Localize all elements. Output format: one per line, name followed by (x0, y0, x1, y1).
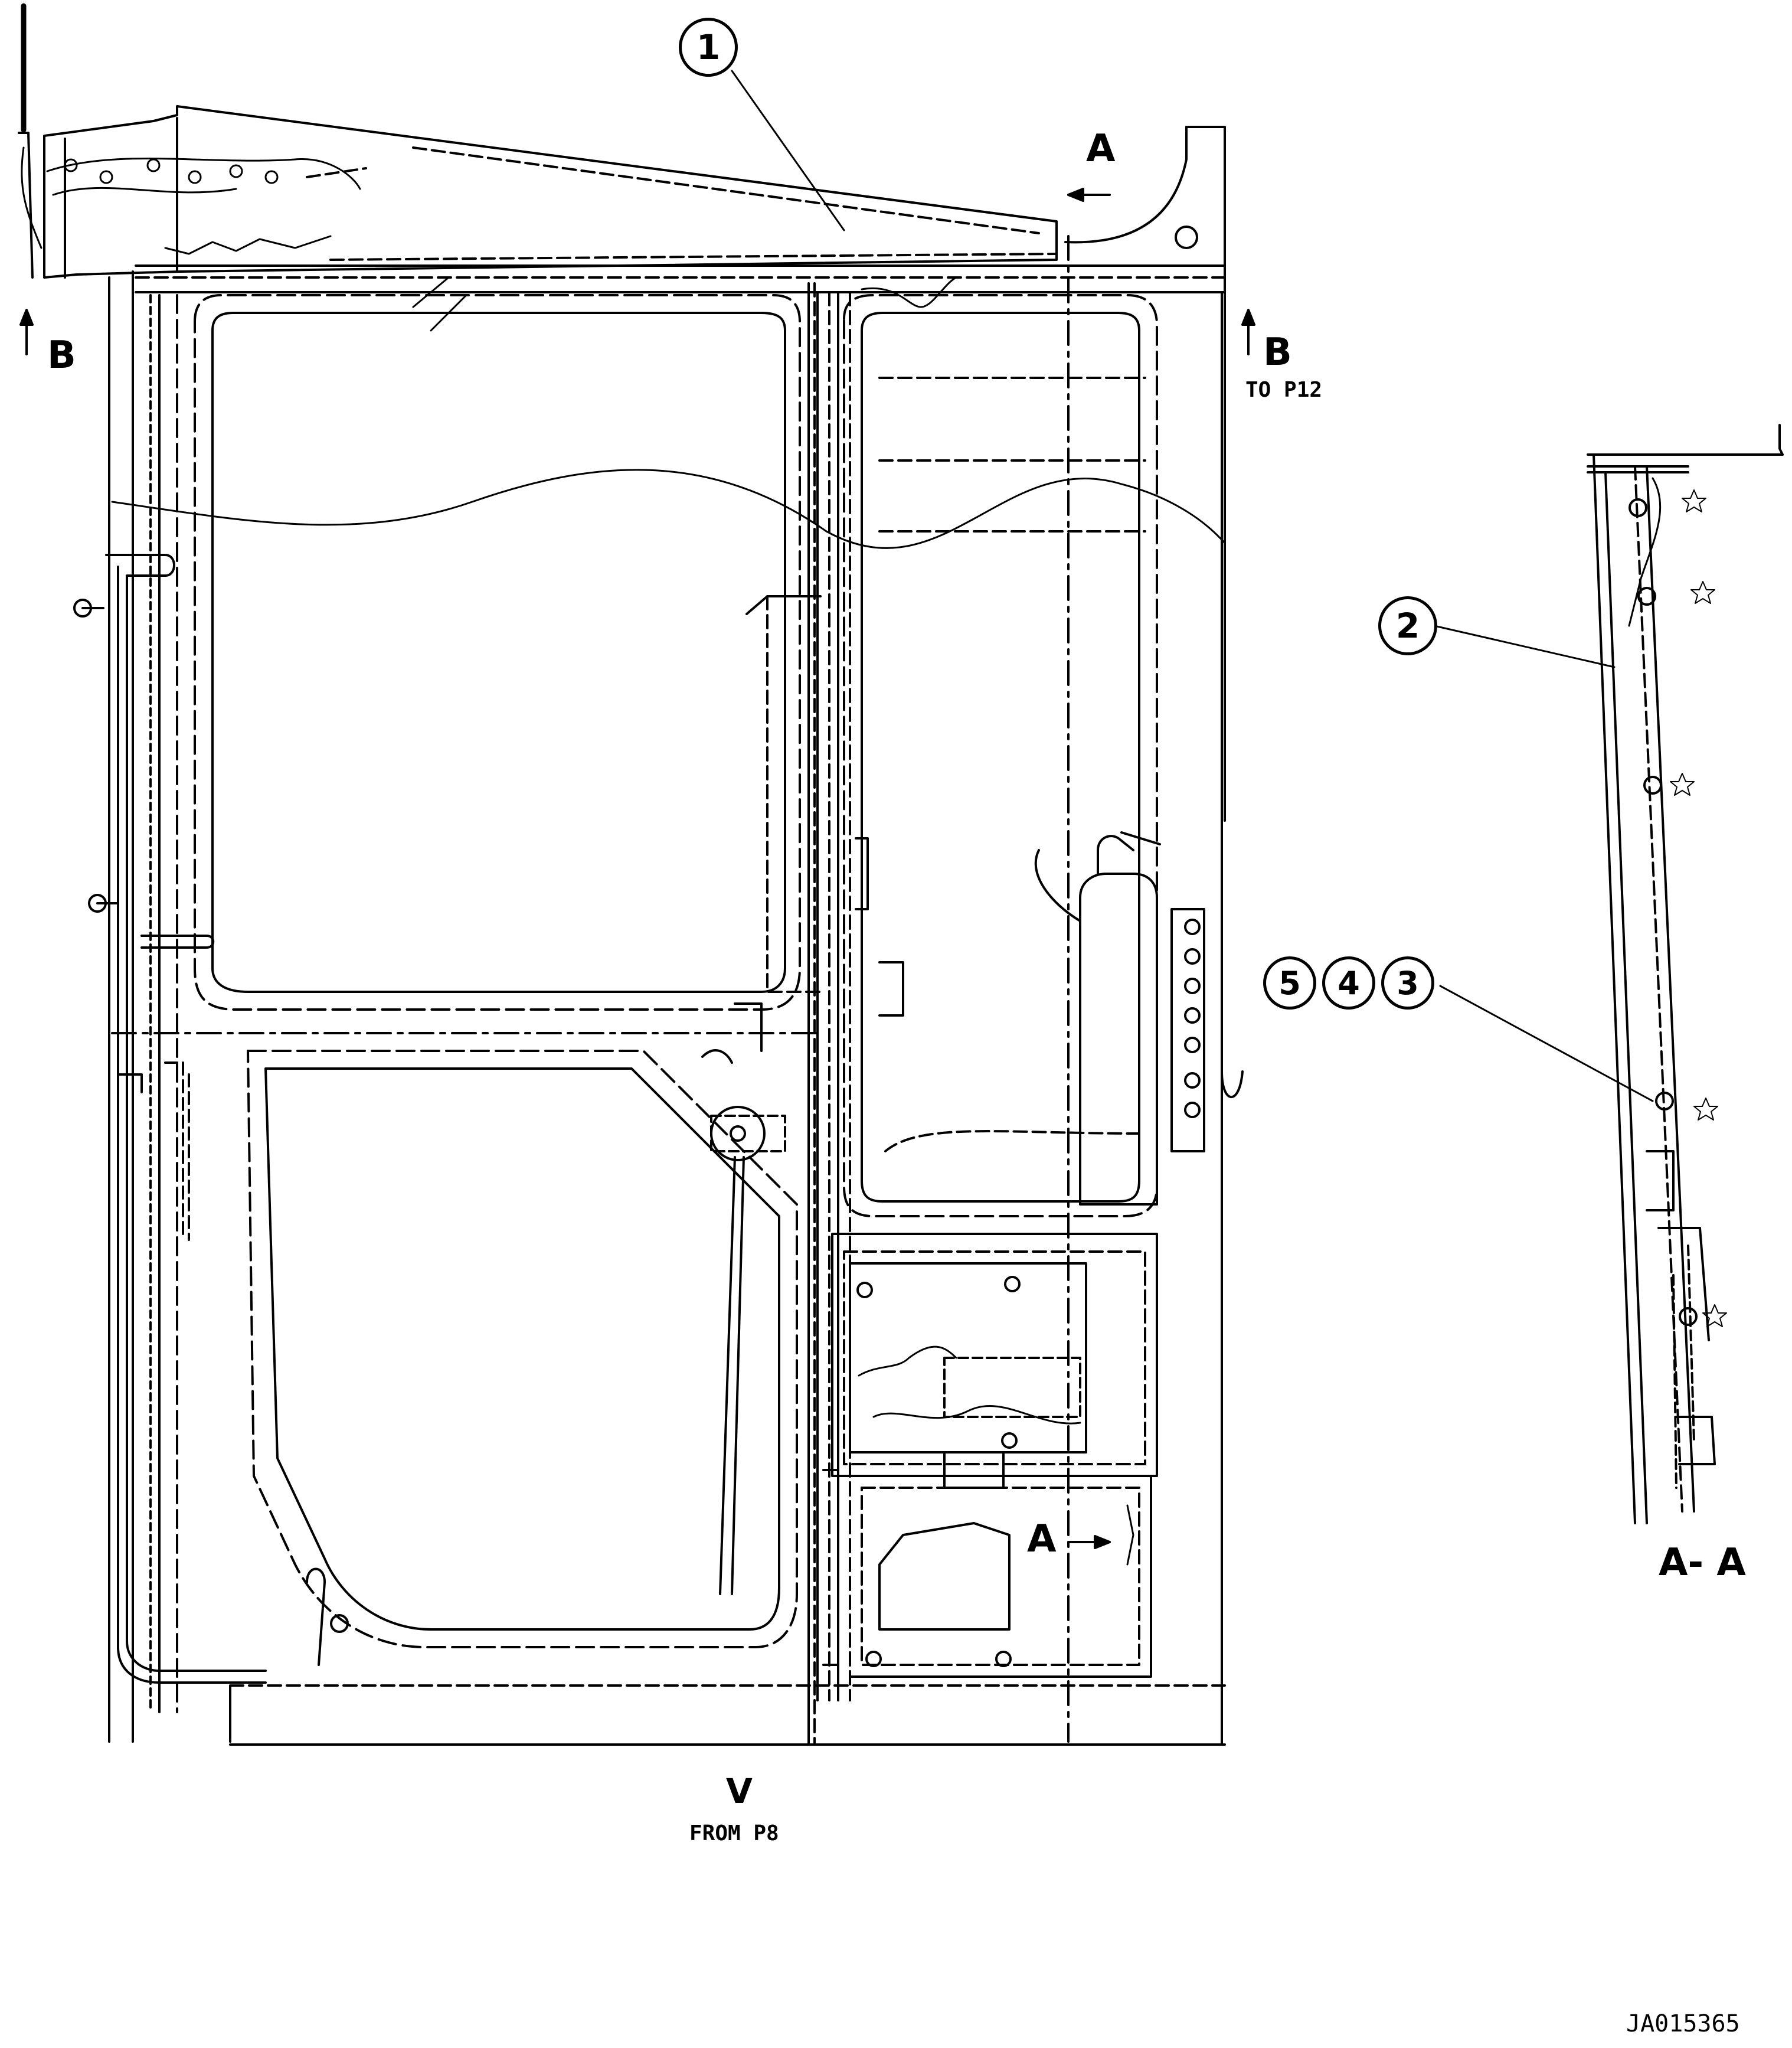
section-mark-b-right: B (1263, 331, 1292, 374)
wiper (306, 1002, 786, 1666)
view-reference: FROM P8 (689, 1821, 779, 1846)
section-mark-b-left: B (47, 334, 76, 377)
rear-window-frame (843, 235, 1158, 1743)
leader-lines (731, 70, 1654, 1102)
callout-2: 2 (1378, 596, 1437, 655)
left-handrail (73, 554, 267, 1684)
b-right-reference: TO P12 (1245, 378, 1323, 402)
section-mark-a-bottom: A (1027, 1517, 1057, 1561)
extinguisher (1034, 831, 1244, 1206)
callout-4: 4 (1322, 956, 1375, 1010)
section-view-title: A- A (1659, 1541, 1746, 1585)
view-label: V (726, 1771, 753, 1811)
section-markers (19, 188, 1255, 1549)
callout-1: 1 (679, 18, 738, 77)
controller-box (831, 1233, 1158, 1678)
center-pillar (745, 291, 904, 1701)
section-aa-view (1587, 424, 1784, 1524)
section-mark-a-top: A (1086, 127, 1116, 171)
roof-harness (46, 157, 957, 332)
callout-3: 3 (1381, 956, 1434, 1010)
callout-5: 5 (1263, 956, 1316, 1010)
cab-frame (18, 3, 1226, 1746)
front-window-frame (111, 294, 1226, 1713)
drawing-id: JA015365 (1626, 2010, 1740, 2037)
section-stars (1670, 489, 1727, 1327)
